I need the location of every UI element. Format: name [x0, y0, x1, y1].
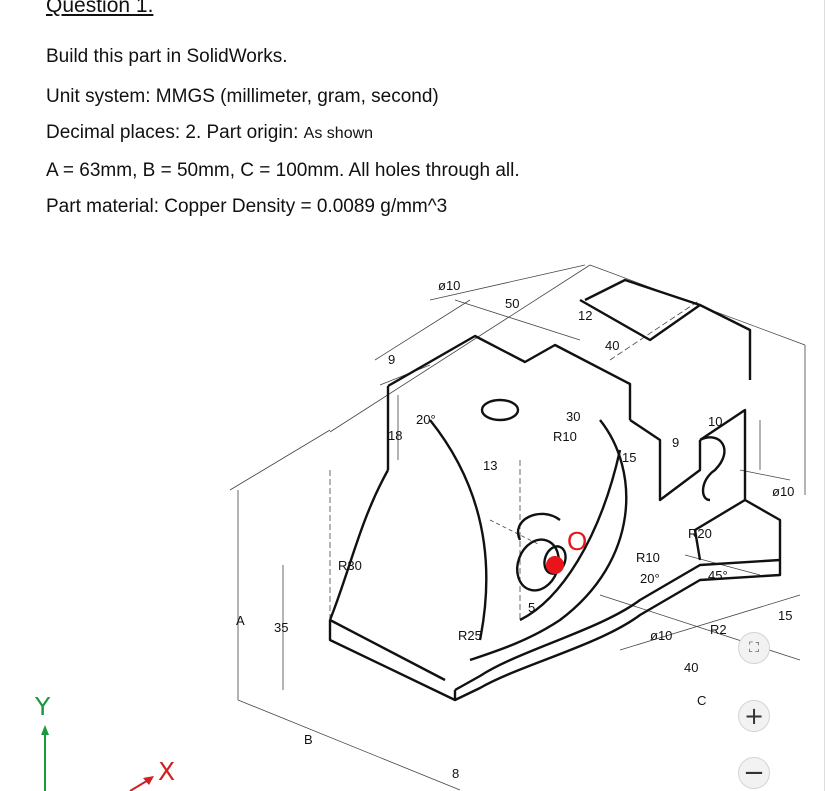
origin-dot: [546, 556, 564, 574]
instruction-line-5: Part material: Copper Density = 0.0089 g…: [46, 196, 448, 217]
x-axis-label: X: [158, 757, 176, 786]
dim-50: 50: [505, 296, 519, 311]
x-axis-arrow: [143, 776, 154, 785]
instruction-line-1: Build this part in SolidWorks.: [46, 46, 288, 67]
dim-r25: R25: [458, 628, 482, 643]
dim-dia10-bottom: ø10: [650, 628, 672, 643]
axis-triad: [41, 725, 154, 791]
dim-9-right: 9: [672, 435, 679, 450]
dim-9-left: 9: [388, 352, 395, 367]
fit-to-screen-button[interactable]: ⛶: [738, 632, 770, 664]
dim-r30: R30: [338, 558, 362, 573]
zoom-out-button[interactable]: −: [738, 757, 770, 789]
instruction-line-3-suffix: As shown: [303, 125, 374, 142]
dim-a: A: [236, 613, 245, 628]
dim-dia10-right: ø10: [772, 484, 794, 499]
dimension-labels: ø10 50 12 40 9 18 20° 30 R10 15 13 10 9 …: [236, 278, 794, 781]
dim-40-top: 40: [605, 338, 619, 353]
dim-13: 13: [483, 458, 497, 473]
dim-5: 5: [528, 600, 535, 615]
dim-18: 18: [388, 428, 402, 443]
dim-40-bottom: 40: [684, 660, 698, 675]
instruction-line-4: A = 63mm, B = 50mm, C = 100mm. All holes…: [46, 160, 520, 181]
dim-15-right: 15: [778, 608, 792, 623]
y-axis-arrow: [41, 725, 49, 735]
dim-20deg-top: 20°: [416, 412, 436, 427]
instruction-line-3: Decimal places: 2. Part origin: As shown: [46, 122, 373, 144]
dim-dia10-top: ø10: [438, 278, 460, 293]
dim-r20: R20: [688, 526, 712, 541]
origin-label: O: [567, 526, 587, 556]
dim-45deg: 45°: [708, 568, 728, 583]
dim-12: 12: [578, 308, 592, 323]
dim-r2: R2: [710, 622, 727, 637]
dim-30: 30: [566, 409, 580, 424]
question-title: Question 1.: [46, 0, 154, 17]
fit-to-screen-icon: ⛶: [749, 640, 759, 656]
part-outline: [328, 278, 782, 702]
dim-b: B: [304, 732, 313, 747]
y-axis-label: Y: [35, 692, 51, 721]
dimension-lines: [229, 264, 806, 791]
dim-8: 8: [452, 766, 459, 781]
instruction-line-2: Unit system: MMGS (millimeter, gram, sec…: [46, 86, 439, 107]
dim-20deg-mid: 20°: [640, 571, 660, 586]
dim-35: 35: [274, 620, 288, 635]
dim-r10-top: R10: [553, 429, 577, 444]
dim-15-mid: 15: [622, 450, 636, 465]
zoom-in-button[interactable]: +: [738, 700, 770, 732]
instruction-line-3-prefix: Decimal places: 2. Part origin:: [46, 122, 299, 143]
dim-r10-mid: R10: [636, 550, 660, 565]
dim-10: 10: [708, 414, 722, 429]
dim-c: C: [697, 693, 706, 708]
